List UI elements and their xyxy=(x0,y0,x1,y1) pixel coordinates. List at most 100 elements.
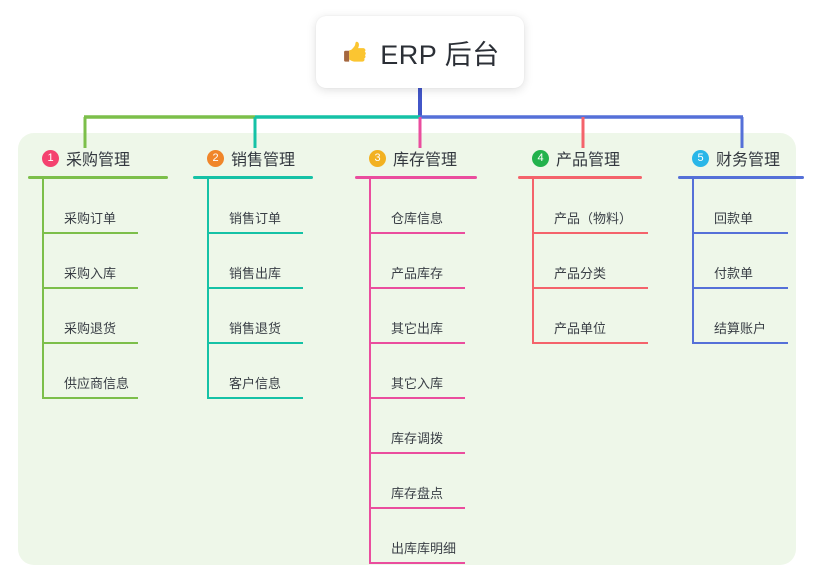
list-item[interactable]: 销售出库 xyxy=(193,234,361,289)
list-item[interactable]: 产品单位 xyxy=(518,289,686,344)
list-item-label: 其它入库 xyxy=(391,376,444,392)
column-title-1: 采购管理 xyxy=(66,152,131,169)
list-item-underline xyxy=(532,342,648,344)
column-badge-3: 3 xyxy=(369,149,386,167)
list-item[interactable]: 库存调拨 xyxy=(355,399,523,454)
list-item-underline xyxy=(42,232,138,234)
list-item[interactable]: 销售退货 xyxy=(193,289,361,344)
list-item-underline xyxy=(207,287,303,289)
column-underline-2 xyxy=(193,176,313,179)
list-item-label: 产品分类 xyxy=(554,266,607,282)
list-item[interactable]: 结算账户 xyxy=(678,289,839,344)
list-item[interactable]: 供应商信息 xyxy=(28,344,196,399)
column-badge-2: 2 xyxy=(207,149,224,167)
column-underline-5 xyxy=(678,176,804,179)
diagram-panel xyxy=(18,133,796,565)
list-item-underline xyxy=(42,342,138,344)
list-item[interactable]: 产品库存 xyxy=(355,234,523,289)
list-item[interactable]: 客户信息 xyxy=(193,344,361,399)
list-item-underline xyxy=(369,232,465,234)
list-item[interactable]: 采购入库 xyxy=(28,234,196,289)
list-item-label: 库存盘点 xyxy=(391,486,444,502)
list-item-underline xyxy=(42,287,138,289)
list-item-underline xyxy=(532,232,648,234)
list-item[interactable]: 产品分类 xyxy=(518,234,686,289)
column-title-2: 销售管理 xyxy=(231,152,296,169)
list-item-label: 采购订单 xyxy=(64,211,117,227)
list-item-label: 付款单 xyxy=(714,266,754,282)
column-title-3: 库存管理 xyxy=(393,152,458,169)
list-item[interactable]: 出库库明细 xyxy=(355,509,523,564)
list-item-label: 库存调拨 xyxy=(391,431,444,447)
list-item-label: 销售出库 xyxy=(229,266,282,282)
list-item[interactable]: 库存盘点 xyxy=(355,454,523,509)
list-item-label: 结算账户 xyxy=(714,321,767,337)
list-item-label: 回款单 xyxy=(714,211,754,227)
list-item[interactable]: 采购订单 xyxy=(28,179,196,234)
column-badge-1: 1 xyxy=(42,149,59,167)
column-spine-2 xyxy=(207,179,209,399)
column-header-4[interactable]: 4 产品管理 xyxy=(518,146,686,170)
list-item-underline xyxy=(369,287,465,289)
column-spine-5 xyxy=(692,179,694,344)
list-item-label: 仓库信息 xyxy=(391,211,444,227)
column-items-1: 采购订单采购入库采购退货供应商信息 xyxy=(28,179,196,399)
list-item-underline xyxy=(369,562,465,564)
list-item-underline xyxy=(369,507,465,509)
column-1: 1 采购管理采购订单采购入库采购退货供应商信息 xyxy=(28,146,196,399)
column-spine-4 xyxy=(532,179,534,344)
column-header-1[interactable]: 1 采购管理 xyxy=(28,146,196,170)
list-item-label: 出库库明细 xyxy=(391,541,457,557)
column-items-2: 销售订单销售出库销售退货客户信息 xyxy=(193,179,361,399)
list-item-label: 销售退货 xyxy=(229,321,282,337)
column-items-4: 产品（物料） 产品分类产品单位 xyxy=(518,179,686,344)
list-item-underline xyxy=(369,342,465,344)
list-item-underline xyxy=(207,397,303,399)
list-item-underline xyxy=(207,232,303,234)
list-item-underline xyxy=(369,452,465,454)
list-item[interactable]: 其它入库 xyxy=(355,344,523,399)
list-item-underline xyxy=(532,287,648,289)
column-header-2[interactable]: 2 销售管理 xyxy=(193,146,361,170)
list-item[interactable]: 付款单 xyxy=(678,234,839,289)
list-item[interactable]: 其它出库 xyxy=(355,289,523,344)
list-item-underline xyxy=(692,232,788,234)
root-node[interactable]: ERP 后台 xyxy=(316,16,524,88)
column-5: 5 财务管理回款单付款单结算账户 xyxy=(678,146,839,344)
list-item-label: 客户信息 xyxy=(229,376,282,392)
column-underline-4 xyxy=(518,176,642,179)
list-item[interactable]: 仓库信息 xyxy=(355,179,523,234)
root-title: ERP 后台 xyxy=(380,39,500,70)
list-item-label: 采购退货 xyxy=(64,321,117,337)
column-items-5: 回款单付款单结算账户 xyxy=(678,179,839,344)
list-item[interactable]: 回款单 xyxy=(678,179,839,234)
column-header-3[interactable]: 3 库存管理 xyxy=(355,146,523,170)
column-underline-3 xyxy=(355,176,477,179)
list-item-underline xyxy=(207,342,303,344)
column-title-4: 产品管理 xyxy=(556,152,621,169)
column-spine-1 xyxy=(42,179,44,399)
column-4: 4 产品管理产品（物料） 产品分类产品单位 xyxy=(518,146,686,344)
column-badge-4: 4 xyxy=(532,149,549,167)
list-item-label: 产品库存 xyxy=(391,266,444,282)
list-item-label: 销售订单 xyxy=(229,211,282,227)
list-item[interactable]: 产品（物料） xyxy=(518,179,686,234)
column-2: 2 销售管理销售订单销售出库销售退货客户信息 xyxy=(193,146,361,399)
list-item-underline xyxy=(369,397,465,399)
thumbs-up-icon xyxy=(344,41,366,62)
column-header-5[interactable]: 5 财务管理 xyxy=(678,146,839,170)
column-title-5: 财务管理 xyxy=(716,152,781,169)
list-item-underline xyxy=(692,287,788,289)
column-spine-3 xyxy=(369,179,371,564)
list-item-label: 产品单位 xyxy=(554,321,607,337)
column-3: 3 库存管理仓库信息产品库存其它出库其它入库库存调拨库存盘点出库库明细 xyxy=(355,146,523,564)
column-badge-5: 5 xyxy=(692,149,709,167)
list-item-label: 其它出库 xyxy=(391,321,444,337)
column-underline-1 xyxy=(28,176,168,179)
list-item[interactable]: 销售订单 xyxy=(193,179,361,234)
list-item[interactable]: 采购退货 xyxy=(28,289,196,344)
list-item-underline xyxy=(692,342,788,344)
list-item-label: 采购入库 xyxy=(64,266,117,282)
list-item-underline xyxy=(42,397,138,399)
